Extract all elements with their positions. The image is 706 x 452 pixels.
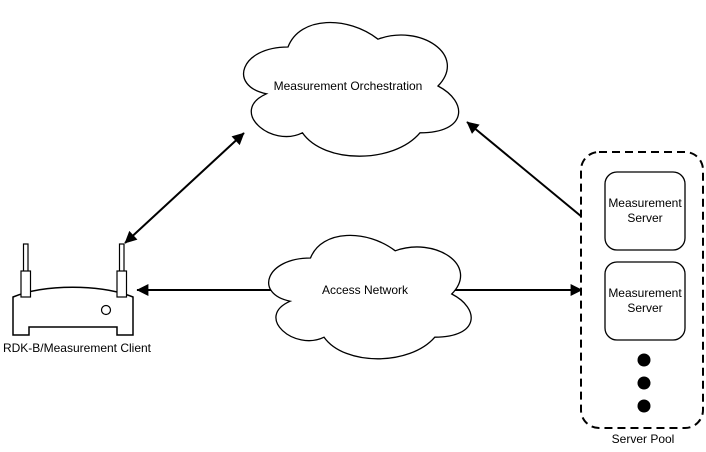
router-antenna-left-base <box>20 270 32 298</box>
orchestration-cloud-shape[interactable] <box>244 23 459 157</box>
measurement-server-box-2[interactable] <box>604 261 686 341</box>
router-antenna-right <box>118 243 125 274</box>
server-pool-group <box>580 151 704 429</box>
router-antenna-right-base <box>116 270 128 298</box>
access-network-cloud-shape[interactable] <box>269 235 472 358</box>
router-led <box>100 304 112 316</box>
router-antenna-left <box>22 243 29 274</box>
ellipsis-dot <box>637 399 651 413</box>
router-icon[interactable] <box>12 243 134 336</box>
link-orchestration-serverpool[interactable] <box>466 121 583 218</box>
measurement-server-box-1[interactable] <box>604 171 686 251</box>
ellipsis-dot <box>637 376 651 390</box>
ellipsis-dot <box>637 353 651 367</box>
link-client-orchestration[interactable] <box>124 132 245 244</box>
router-body <box>12 286 134 336</box>
